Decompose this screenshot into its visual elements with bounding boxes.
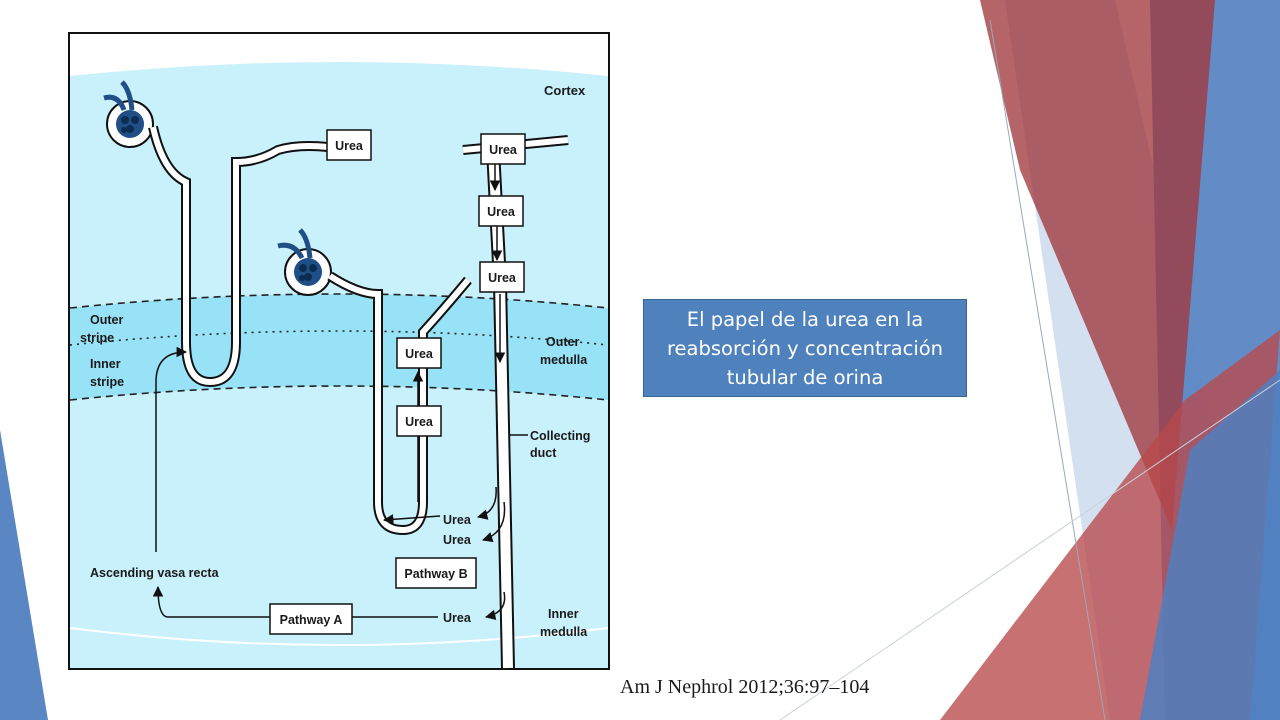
deco-blue-lower [1140, 370, 1280, 720]
outer-medulla-label-1: Outer [546, 335, 579, 349]
vasa-recta-arrow [155, 346, 188, 552]
glomerulus-upper [103, 80, 154, 148]
deco-left-sliver [0, 430, 48, 720]
outer-medulla-lower-boundary [69, 385, 609, 401]
pathway-a-box: Pathway A [269, 603, 353, 635]
deco-thin-line-1 [989, 19, 1106, 720]
stripe-boundary [69, 330, 609, 346]
collecting-duct-label-2: duct [530, 446, 557, 460]
outer-stripe-label-2: stripe [80, 331, 114, 345]
duct-urea-arrow-3 [484, 591, 506, 621]
urea-label-2: Urea [443, 533, 472, 547]
urea-label-1: Urea [443, 513, 472, 527]
urea-label-3: Urea [443, 611, 472, 625]
urea-recycling-diagram: Urea Urea Urea Urea Urea Urea Pathway B … [68, 32, 610, 670]
duct-urea-arrow-2 [482, 501, 506, 543]
inner-stripe-label-1: Inner [90, 357, 121, 371]
svg-text:Pathway B: Pathway B [404, 567, 467, 581]
ascending-vasa-recta-label: Ascending vasa recta [90, 566, 220, 580]
svg-text:Urea: Urea [405, 347, 434, 361]
duct-urea-arrow-1 [476, 486, 497, 520]
urea-box-2: Urea [480, 133, 526, 165]
outer-medulla-label-2: medulla [540, 353, 588, 367]
svg-text:Urea: Urea [405, 415, 434, 429]
outer-medulla-upper-boundary [69, 293, 609, 309]
citation: Am J Nephrol 2012;36:97–104 [620, 676, 870, 698]
svg-text:Urea: Urea [487, 205, 516, 219]
pathway-a-arrow [152, 585, 438, 618]
urea-box-1: Urea [326, 129, 372, 161]
outer-stripe-label-1: Outer [90, 313, 123, 327]
pathway-b-box: Pathway B [395, 557, 477, 589]
urea-box-6: Urea [396, 405, 442, 437]
cortex-label: Cortex [544, 83, 586, 98]
urea-to-loop-arrow [382, 514, 441, 525]
deco-red-band [980, 0, 1215, 530]
svg-text:Urea: Urea [489, 143, 518, 157]
inner-medulla-label-1: Inner [548, 607, 579, 621]
urea-box-3: Urea [478, 195, 524, 227]
outer-medulla-band [70, 294, 608, 400]
inner-medulla-label-2: medulla [540, 625, 588, 639]
urea-box-4: Urea [479, 261, 525, 293]
inner-medulla-boundary [69, 627, 609, 646]
inner-stripe-label-2: stripe [90, 375, 124, 389]
urea-box-5: Urea [396, 337, 442, 369]
diagram-svg: Urea Urea Urea Urea Urea Urea Pathway B … [68, 32, 610, 670]
deco-thin-line-2 [779, 379, 1280, 720]
svg-text:Urea: Urea [335, 139, 364, 153]
svg-text:Pathway A: Pathway A [280, 613, 343, 627]
collecting-duct-label-1: Collecting [530, 429, 590, 443]
svg-text:Urea: Urea [488, 271, 517, 285]
glomerulus-lower [277, 228, 332, 296]
slide-title-box: El papel de la urea en la reabsorción y … [643, 299, 967, 397]
slide-title: El papel de la urea en la reabsorción y … [666, 307, 944, 389]
